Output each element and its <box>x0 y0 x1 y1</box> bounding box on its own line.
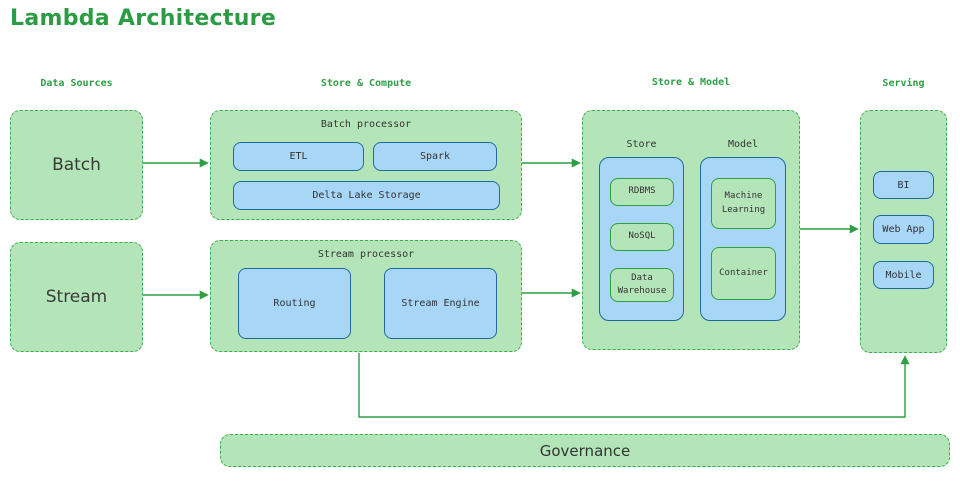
node-web-app: Web App <box>873 215 934 244</box>
group-stream-processor: Stream processor Routing Stream Engine <box>210 240 522 352</box>
node-stream: Stream <box>10 242 143 352</box>
node-delta-lake-storage: Delta Lake Storage <box>233 181 500 210</box>
group-batch-processor-label: Batch processor <box>320 119 412 130</box>
column-header-store-compute: Store & Compute <box>320 78 412 89</box>
group-store: RDBMS NoSQL Data Warehouse <box>599 157 684 321</box>
column-header-store-model: Store & Model <box>651 77 731 88</box>
node-stream-engine: Stream Engine <box>384 268 497 339</box>
group-store-label: Store <box>626 139 657 150</box>
group-store-model: Store RDBMS NoSQL Data Warehouse Model M… <box>582 110 800 350</box>
edge-stream-processor-to-serving <box>358 353 910 418</box>
node-etl: ETL <box>233 142 364 171</box>
node-mobile: Mobile <box>873 261 934 289</box>
node-routing: Routing <box>238 268 351 339</box>
node-container: Container <box>711 247 776 300</box>
node-batch: Batch <box>10 110 143 220</box>
group-serving: BI Web App Mobile <box>860 110 947 353</box>
column-header-data-sources: Data Sources <box>40 78 113 89</box>
node-bi: BI <box>873 171 934 199</box>
node-rdbms: RDBMS <box>610 178 674 206</box>
group-batch-processor: Batch processor ETL Spark Delta Lake Sto… <box>210 110 522 220</box>
group-stream-processor-label: Stream processor <box>317 249 415 260</box>
group-model: Machine Learning Container <box>700 157 786 321</box>
column-header-serving: Serving <box>882 78 925 89</box>
node-governance: Governance <box>220 434 950 467</box>
page-title: Lambda Architecture <box>10 6 277 31</box>
node-spark: Spark <box>373 142 497 171</box>
node-data-warehouse: Data Warehouse <box>610 268 674 302</box>
group-model-label: Model <box>727 139 759 150</box>
node-nosql: NoSQL <box>610 223 674 251</box>
node-machine-learning: Machine Learning <box>711 178 776 229</box>
